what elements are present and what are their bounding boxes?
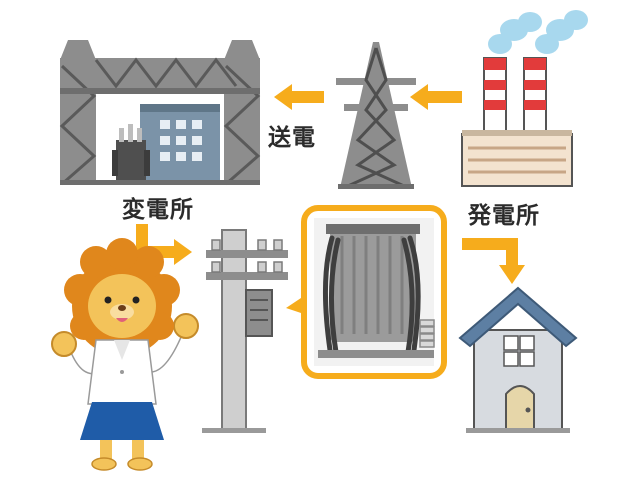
arrow-left-icon — [410, 84, 462, 110]
house-icon — [458, 286, 578, 433]
transmission-label: 送電 — [268, 125, 316, 151]
substation-label: 変電所 — [122, 197, 194, 223]
power-plant-icon — [461, 10, 588, 187]
arrow-left-icon — [274, 84, 324, 110]
transformer-icon — [301, 205, 447, 379]
transmission-tower-icon — [336, 42, 416, 189]
lion-mascot-icon — [51, 238, 199, 471]
substation-icon — [59, 40, 261, 186]
power-plant-label: 発電所 — [468, 203, 540, 229]
arrow-right-down-icon — [462, 238, 525, 284]
utility-pole-icon — [202, 229, 310, 433]
